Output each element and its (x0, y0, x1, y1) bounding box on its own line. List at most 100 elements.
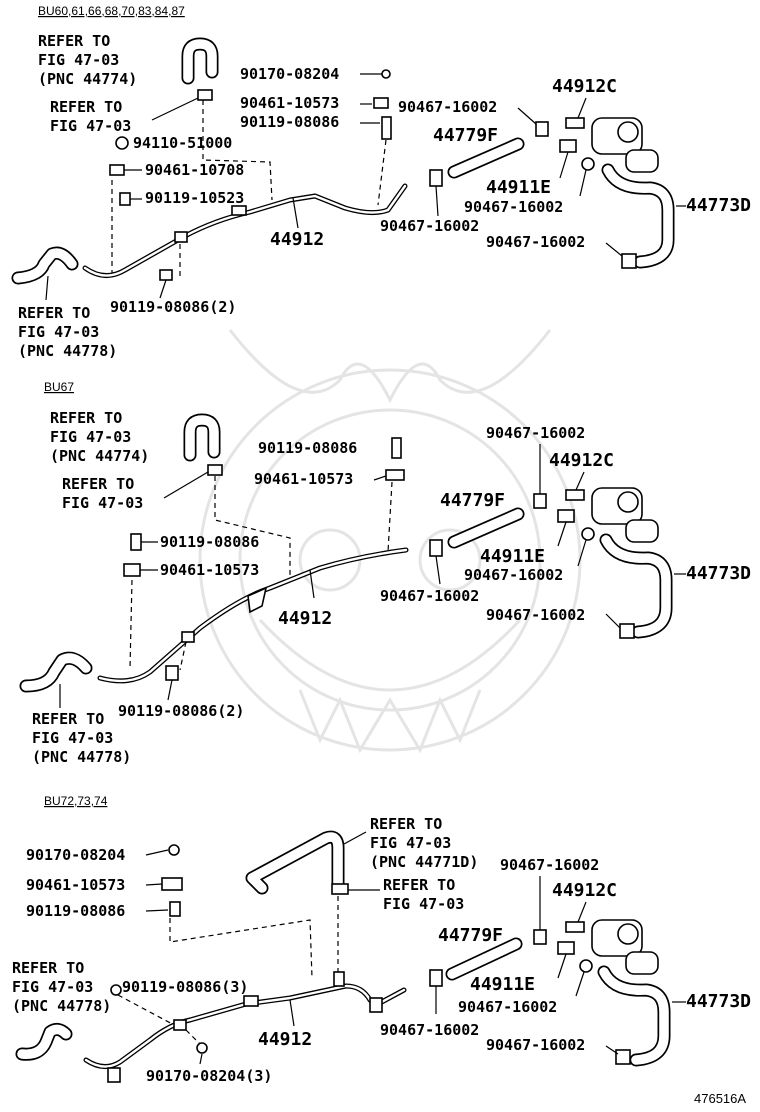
part-number: 90119-08086 (160, 533, 259, 551)
clip-icon (535, 121, 549, 137)
hose-icon (599, 533, 673, 639)
bolt-icon (119, 192, 131, 206)
section-1: BU60,61,66,68,70,83,84,87 REFER TO FIG 4… (11, 4, 751, 360)
refer-label: REFER TO (38, 32, 110, 50)
bolt-icon (130, 533, 142, 551)
part-number: 90119-08086(2) (110, 298, 236, 316)
refer-label: REFER TO (18, 304, 90, 322)
clip-icon (247, 586, 268, 614)
part-number: 90461-10573 (160, 561, 259, 579)
section-2: BU67 REFER TO FIG 47-03 (PNC 44774) REFE… (19, 380, 751, 766)
refer-label: (PNC 44778) (18, 342, 117, 360)
refer-label: FIG 47-03 (62, 494, 143, 512)
refer-label: FIG 47-03 (370, 834, 451, 852)
refer-label: REFER TO (50, 98, 122, 116)
part-number: 44773D (686, 991, 751, 1012)
part-number: 90467-16002 (500, 856, 599, 874)
clip-icon (174, 231, 188, 243)
clip-icon (109, 164, 125, 176)
refer-label: (PNC 44774) (50, 447, 149, 465)
nut-icon (115, 136, 129, 150)
part-number: 44912C (552, 76, 617, 97)
refer-label: (PNC 44778) (32, 748, 131, 766)
refer-label: REFER TO (32, 710, 104, 728)
clip-icon (161, 877, 183, 891)
pipe-icon (82, 183, 408, 278)
valve-icon (591, 117, 659, 173)
part-number: 44779F (438, 925, 503, 946)
refer-label: REFER TO (50, 409, 122, 427)
part-number: 90461-10573 (240, 94, 339, 112)
clip-icon (231, 205, 247, 216)
part-number: 90170-08204 (240, 65, 339, 83)
part-number: 90119-08086 (240, 113, 339, 131)
part-number: 90170-08204(3) (146, 1067, 272, 1085)
part-number: 90119-08086 (258, 439, 357, 457)
clip-icon (429, 539, 443, 557)
hose-icon (183, 413, 221, 462)
part-number: 44779F (440, 490, 505, 511)
clip-icon (565, 921, 585, 933)
hose-icon (19, 651, 93, 693)
part-number: 44912C (549, 450, 614, 471)
part-number: 90467-16002 (486, 424, 585, 442)
clip-icon (565, 489, 585, 501)
part-number: 44912 (258, 1029, 312, 1050)
valve-icon (591, 487, 659, 543)
clip-icon (107, 1067, 121, 1083)
hose-icon (447, 137, 525, 179)
bolt-icon (165, 665, 179, 681)
clip-icon (559, 139, 577, 153)
refer-label: FIG 47-03 (50, 428, 131, 446)
part-number: 90119-08086(3) (122, 978, 248, 996)
hose-icon (601, 163, 675, 269)
clip-icon (385, 469, 405, 481)
part-number: 90467-16002 (380, 1021, 479, 1039)
part-number: 44912 (270, 229, 324, 250)
part-number: 44911E (486, 177, 551, 198)
hose-icon (597, 965, 671, 1067)
bolt-icon (381, 116, 392, 140)
refer-label: REFER TO (383, 876, 455, 894)
part-number: 44911E (480, 546, 545, 567)
refer-label: (PNC 44778) (12, 997, 111, 1015)
clip-icon (581, 157, 595, 171)
clip-icon (373, 97, 389, 109)
refer-label: FIG 47-03 (383, 895, 464, 913)
part-number: 44911E (470, 974, 535, 995)
hose-icon (447, 507, 525, 549)
hose-icon (11, 246, 79, 285)
section-title: BU60,61,66,68,70,83,84,87 (38, 4, 185, 18)
refer-label: FIG 47-03 (32, 729, 113, 747)
part-number: 90119-08086 (26, 902, 125, 920)
bolt-icon (333, 971, 345, 987)
refer-label: REFER TO (62, 475, 134, 493)
clip-icon (181, 631, 195, 643)
clip-icon (579, 959, 593, 973)
pipe-icon (97, 547, 409, 684)
clip-icon (243, 995, 259, 1007)
part-number: 90119-08086(2) (118, 702, 244, 720)
clip-icon (369, 997, 383, 1013)
part-number: 44912C (552, 880, 617, 901)
clip-icon (533, 929, 547, 945)
clip-icon (565, 117, 585, 129)
clip-icon (197, 89, 213, 101)
part-number: 90467-16002 (380, 587, 479, 605)
part-number: 94110-51000 (133, 134, 232, 152)
refer-label: FIG 47-03 (12, 978, 93, 996)
part-number: 90467-16002 (464, 566, 563, 584)
clip-icon (207, 464, 223, 476)
clip-icon (429, 169, 443, 187)
clip-icon (581, 527, 595, 541)
refer-label: REFER TO (370, 815, 442, 833)
section-title: BU72,73,74 (44, 794, 108, 808)
nut-icon (168, 844, 180, 856)
part-number: 90467-16002 (486, 1036, 585, 1054)
hose-icon (181, 37, 219, 85)
refer-label: FIG 47-03 (18, 323, 99, 341)
clip-icon (621, 253, 637, 269)
part-number: 90170-08204 (26, 846, 125, 864)
hose-icon (445, 937, 523, 981)
